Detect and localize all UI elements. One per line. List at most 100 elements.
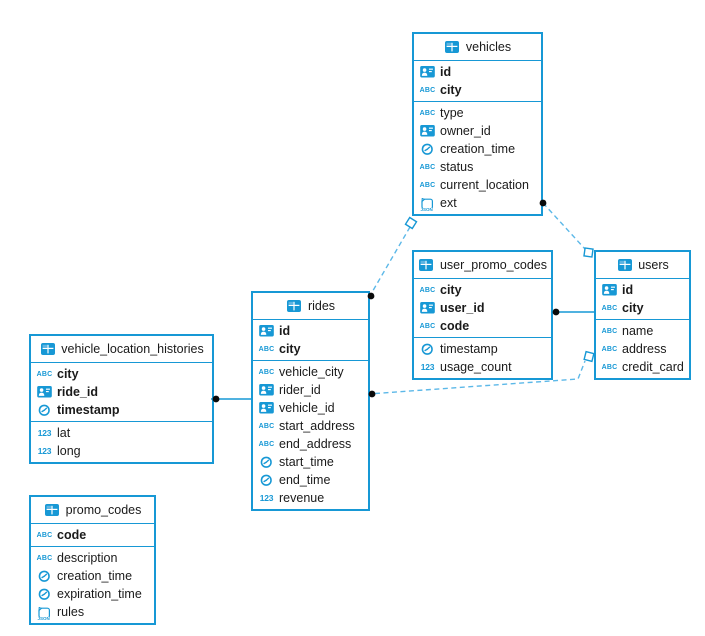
field-row[interactable]: id bbox=[414, 63, 541, 81]
relation-user-promo-codes-users[interactable] bbox=[551, 308, 594, 316]
field-name: code bbox=[57, 528, 87, 542]
field-row[interactable]: id bbox=[596, 281, 689, 299]
field-row[interactable]: rider_id bbox=[253, 381, 368, 399]
relation-square-endpoint bbox=[583, 350, 595, 363]
table-promo-codes[interactable]: promo_codes ABC code ABC description cre… bbox=[29, 495, 156, 625]
field-row[interactable]: expiration_time bbox=[31, 585, 154, 603]
table-users[interactable]: users id ABC city ABC name ABC address A… bbox=[594, 250, 691, 380]
table-icon bbox=[286, 299, 303, 313]
field-name: end_address bbox=[279, 437, 352, 451]
field-row[interactable]: user_id bbox=[414, 299, 551, 317]
field-name: id bbox=[279, 324, 291, 338]
table-user-promo-codes[interactable]: user_promo_codes ABC city user_id ABC co… bbox=[412, 250, 553, 380]
field-row[interactable]: JSON rules bbox=[31, 603, 154, 621]
fields-section: ABC vehicle_city rider_id vehicle_id ABC… bbox=[253, 361, 368, 509]
uuid-icon bbox=[419, 65, 436, 79]
field-row[interactable]: 123 usage_count bbox=[414, 358, 551, 376]
field-row[interactable]: ABC credit_card bbox=[596, 358, 689, 376]
field-row[interactable]: ABC description bbox=[31, 549, 154, 567]
table-icon bbox=[616, 258, 633, 272]
field-name: id bbox=[440, 65, 452, 79]
table-icon bbox=[444, 40, 461, 54]
field-row[interactable]: timestamp bbox=[414, 340, 551, 358]
field-row[interactable]: timestamp bbox=[31, 401, 212, 419]
field-name: city bbox=[440, 283, 462, 297]
key-fields-section: ABC city user_id ABC code bbox=[414, 279, 551, 338]
field-name: timestamp bbox=[57, 403, 120, 417]
table-rides[interactable]: rides id ABC city ABC vehicle_city rider… bbox=[251, 291, 370, 511]
clock-icon bbox=[36, 587, 53, 601]
field-row[interactable]: ride_id bbox=[31, 383, 212, 401]
field-name: name bbox=[622, 324, 654, 338]
table-header[interactable]: users bbox=[596, 252, 689, 279]
fields-section: ABC type owner_id creation_time ABC stat… bbox=[414, 102, 541, 214]
field-row[interactable]: ABC code bbox=[414, 317, 551, 335]
field-row[interactable]: ABC city bbox=[596, 299, 689, 317]
field-row[interactable]: ABC city bbox=[414, 81, 541, 99]
field-row[interactable]: end_time bbox=[253, 471, 368, 489]
table-header[interactable]: vehicle_location_histories bbox=[31, 336, 212, 363]
table-vehicle-location-histories[interactable]: vehicle_location_histories ABC city ride… bbox=[29, 334, 214, 464]
clock-icon bbox=[258, 455, 275, 469]
field-row[interactable]: ABC end_address bbox=[253, 435, 368, 453]
relation-rides-vehicles[interactable] bbox=[367, 216, 418, 300]
table-header[interactable]: rides bbox=[253, 293, 368, 320]
table-header[interactable]: vehicles bbox=[414, 34, 541, 61]
text-type-icon: ABC bbox=[258, 440, 275, 448]
table-header[interactable]: user_promo_codes bbox=[414, 252, 551, 279]
field-row[interactable]: 123 long bbox=[31, 442, 212, 460]
relation-line[interactable] bbox=[370, 226, 411, 295]
field-row[interactable]: JSON ext bbox=[414, 194, 541, 212]
text-type-icon: ABC bbox=[419, 286, 436, 294]
text-type-icon: ABC bbox=[36, 370, 53, 378]
field-name: owner_id bbox=[440, 124, 491, 138]
field-name: code bbox=[440, 319, 470, 333]
field-row[interactable]: 123 revenue bbox=[253, 489, 368, 507]
field-row[interactable]: ABC name bbox=[596, 322, 689, 340]
fields-section: ABC description creation_time expiration… bbox=[31, 547, 154, 623]
table-icon bbox=[44, 503, 61, 517]
fields-section: 123 lat 123 long bbox=[31, 422, 212, 462]
field-name: long bbox=[57, 444, 81, 458]
field-row[interactable]: ABC current_location bbox=[414, 176, 541, 194]
field-name: end_time bbox=[279, 473, 331, 487]
table-vehicles[interactable]: vehicles id ABC city ABC type owner_id bbox=[412, 32, 543, 216]
field-row[interactable]: creation_time bbox=[414, 140, 541, 158]
field-row[interactable]: ABC code bbox=[31, 526, 154, 544]
fields-section: timestamp 123 usage_count bbox=[414, 338, 551, 378]
key-fields-section: id ABC city bbox=[596, 279, 689, 320]
field-row[interactable]: ABC city bbox=[31, 365, 212, 383]
relation-vehicle-location-histories-rides[interactable] bbox=[211, 395, 251, 403]
text-type-icon: ABC bbox=[419, 86, 436, 94]
table-title: vehicles bbox=[465, 40, 512, 54]
field-row[interactable]: ABC vehicle_city bbox=[253, 363, 368, 381]
field-row[interactable]: start_time bbox=[253, 453, 368, 471]
key-fields-section: id ABC city bbox=[253, 320, 368, 361]
field-name: vehicle_city bbox=[279, 365, 344, 379]
field-row[interactable]: owner_id bbox=[414, 122, 541, 140]
field-row[interactable]: creation_time bbox=[31, 567, 154, 585]
field-row[interactable]: ABC city bbox=[414, 281, 551, 299]
field-row[interactable]: ABC status bbox=[414, 158, 541, 176]
field-row[interactable]: id bbox=[253, 322, 368, 340]
field-row[interactable]: vehicle_id bbox=[253, 399, 368, 417]
text-type-icon: ABC bbox=[258, 422, 275, 430]
field-row[interactable]: ABC type bbox=[414, 104, 541, 122]
field-name: usage_count bbox=[440, 360, 512, 374]
uuid-icon bbox=[419, 301, 436, 315]
clock-icon bbox=[419, 342, 436, 356]
text-type-icon: ABC bbox=[258, 345, 275, 353]
relation-line[interactable] bbox=[542, 202, 586, 250]
table-header[interactable]: promo_codes bbox=[31, 497, 154, 524]
field-row[interactable]: 123 lat bbox=[31, 424, 212, 442]
field-name: current_location bbox=[440, 178, 529, 192]
table-icon bbox=[39, 342, 56, 356]
field-name: start_address bbox=[279, 419, 355, 433]
relation-vehicles-users[interactable] bbox=[539, 199, 594, 258]
field-row[interactable]: ABC start_address bbox=[253, 417, 368, 435]
fields-section: ABC name ABC address ABC credit_card bbox=[596, 320, 689, 378]
field-row[interactable]: ABC city bbox=[253, 340, 368, 358]
text-type-icon: ABC bbox=[601, 363, 618, 371]
field-row[interactable]: ABC address bbox=[596, 340, 689, 358]
